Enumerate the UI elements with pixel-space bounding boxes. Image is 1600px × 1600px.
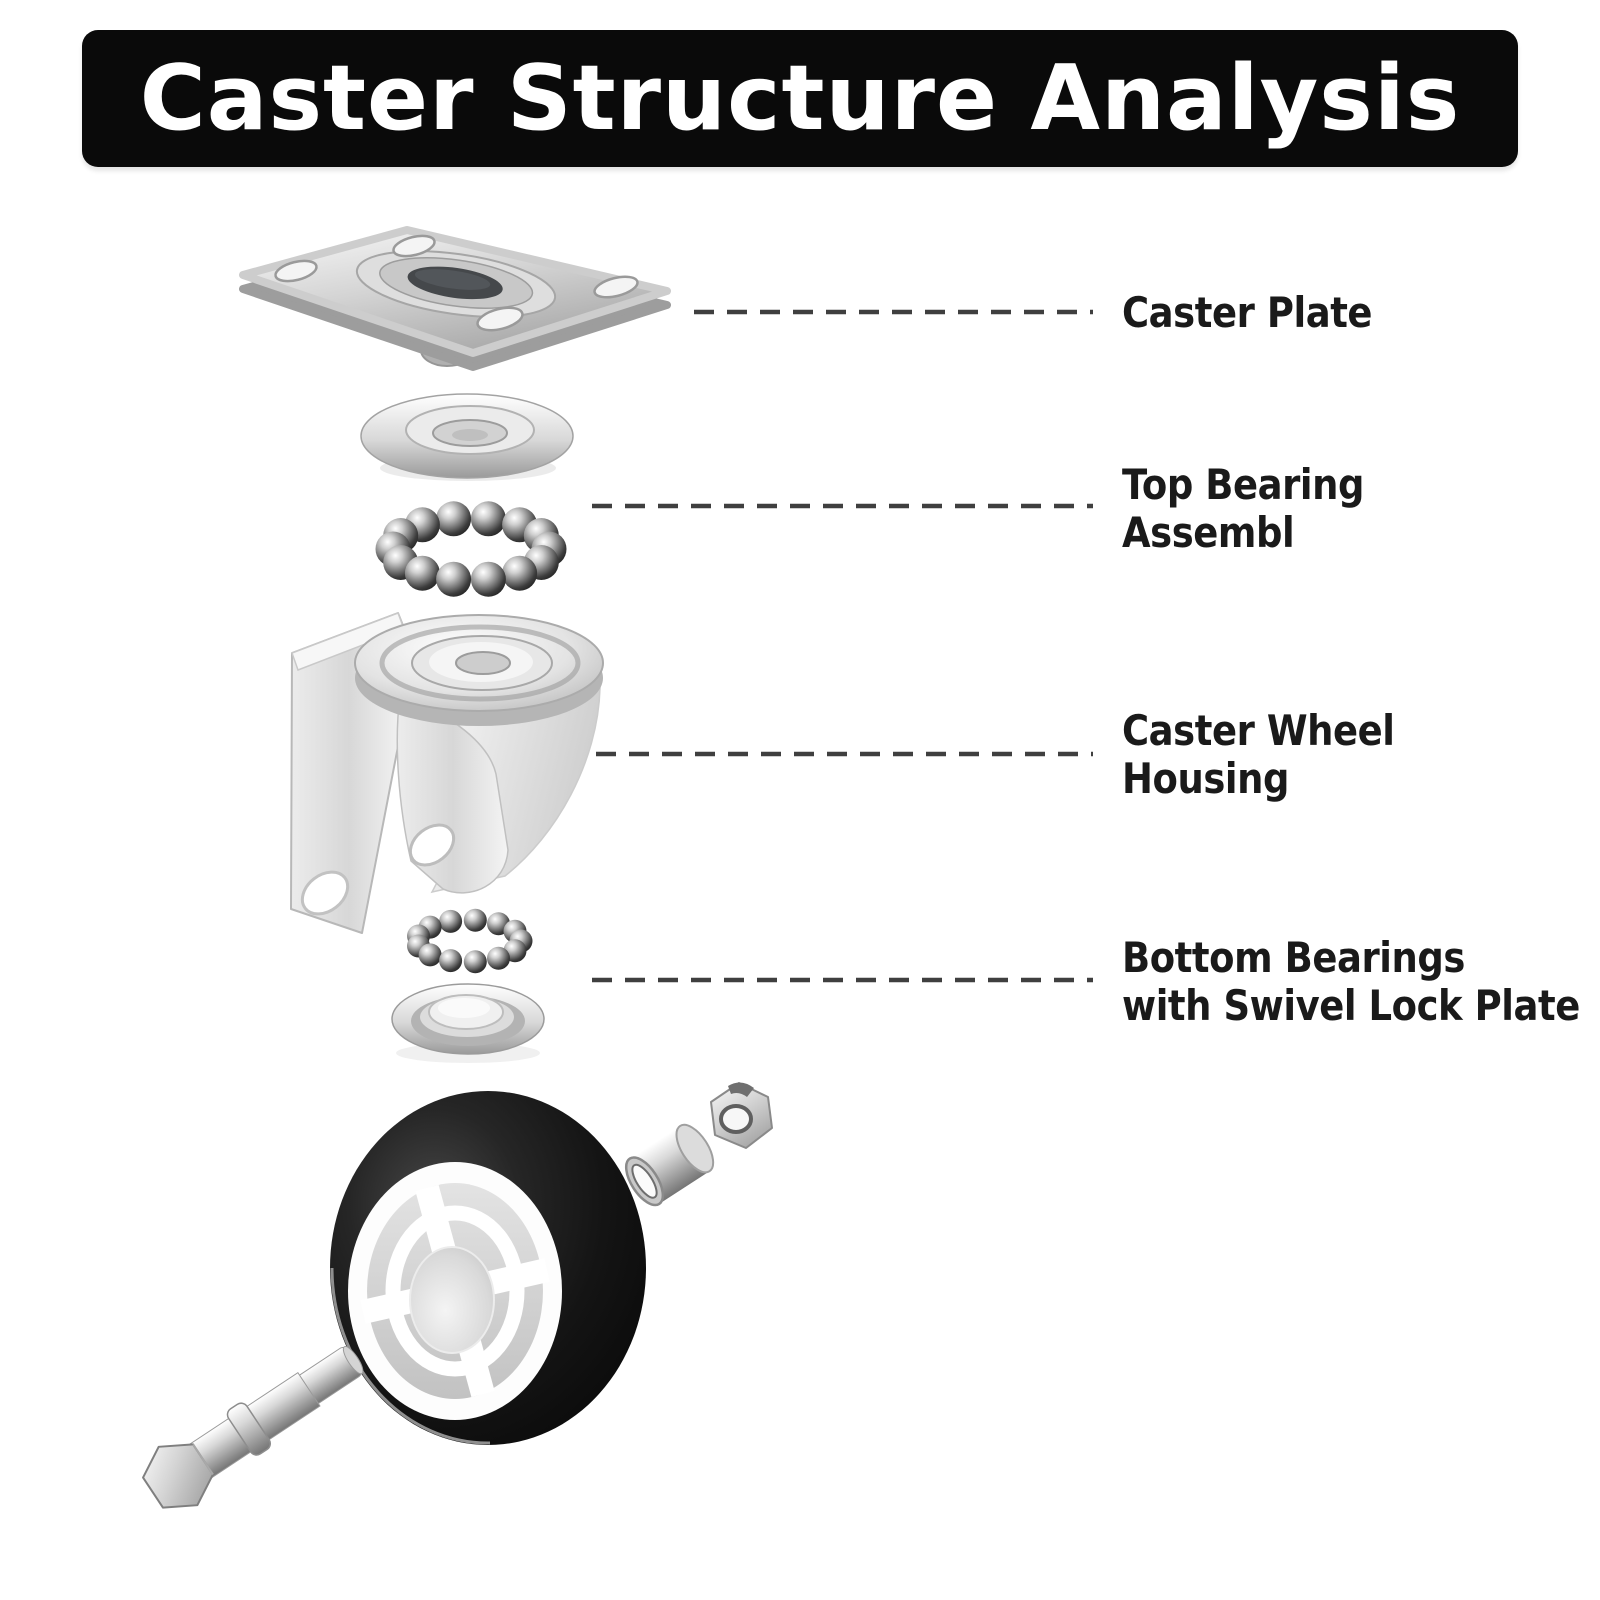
bottom-bearing-balls: [407, 908, 533, 974]
axle-bolt: [142, 1345, 364, 1509]
label-bottom-bearings: Bottom Bearings with Swivel Lock Plate: [1122, 934, 1580, 1030]
label-line: Housing: [1122, 754, 1289, 803]
top-bearing-washer: [360, 393, 574, 481]
label-line: Assembl: [1122, 508, 1295, 557]
leader-lines: [592, 309, 1093, 983]
caster-wheel-housing: [290, 612, 604, 934]
page-title: Caster Structure Analysis: [82, 30, 1518, 167]
plate-mounting-holes: [274, 234, 639, 332]
label-caster-plate: Caster Plate: [1122, 289, 1372, 337]
swivel-lock-plate: [391, 983, 545, 1063]
lock-nut: [710, 1082, 773, 1149]
plate-center-boss: [355, 250, 557, 318]
axle-spacer: [624, 1123, 715, 1207]
hub-center: [409, 1246, 495, 1354]
label-line: Caster Plate: [1122, 288, 1373, 337]
label-line: Bottom Bearings: [1122, 933, 1465, 982]
caster-plate: [239, 226, 671, 371]
housing-front-leg-hole: [408, 823, 456, 867]
label-top-bearing-assembly: Top Bearing Assembl: [1122, 461, 1364, 557]
label-line: Top Bearing: [1122, 460, 1365, 509]
label-line: Caster Wheel: [1122, 706, 1395, 755]
wheel: [330, 1091, 646, 1445]
top-bearing-balls: [375, 501, 567, 597]
housing-left-leg-hole: [300, 870, 350, 916]
label-line: with Swivel Lock Plate: [1122, 981, 1580, 1030]
label-caster-wheel-housing: Caster Wheel Housing: [1122, 706, 1395, 803]
